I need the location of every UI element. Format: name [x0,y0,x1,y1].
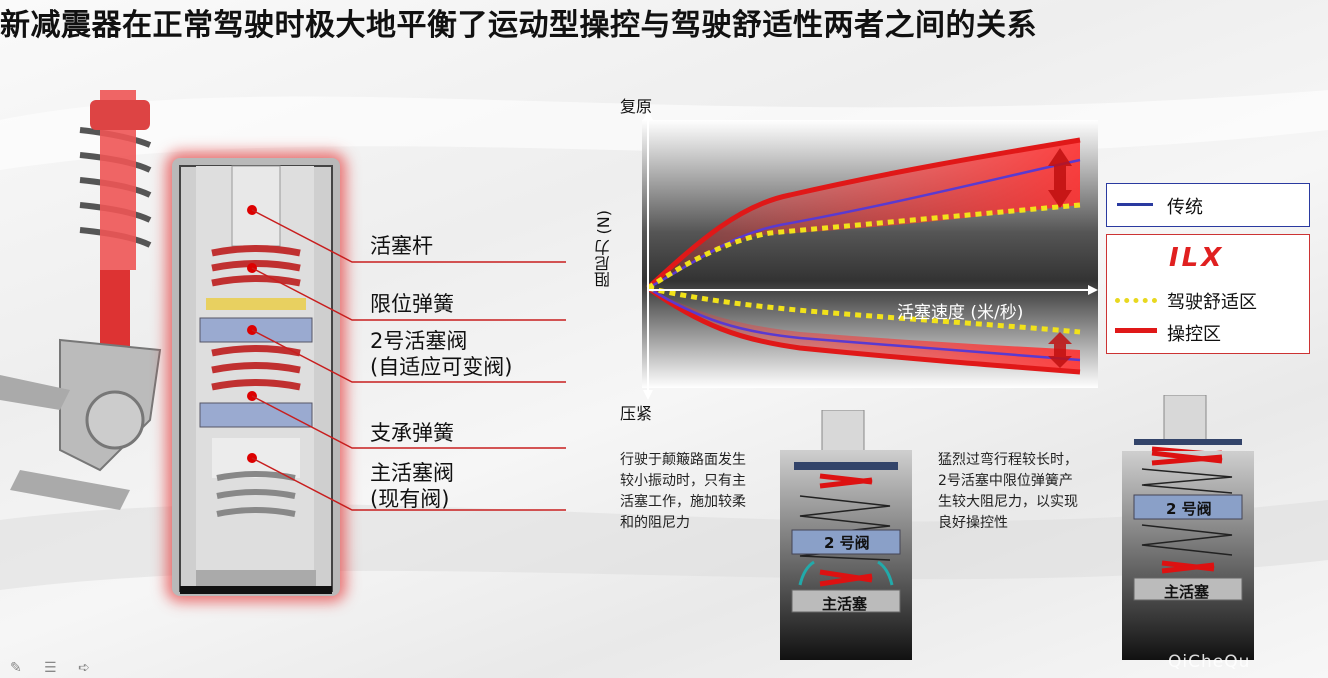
label-main-valve-line2: (现有阀) [370,487,450,511]
note-right-line: 猛烈过弯行程较长时， [938,452,1078,468]
note-left-line: 较小振动时，只有主 [620,473,746,489]
shock-cutaway [172,158,340,596]
callout-line-piston-rod [251,209,566,263]
x-axis-label: 活塞速度 (米/秒) [897,303,1024,323]
valve-diagram-handling: 2 号阀 主活塞 [1122,394,1254,660]
label-limit-spring: 限位弹簧 [370,292,454,316]
menu-icon[interactable]: ☰ [44,660,57,676]
valve-diagram-handling-drawing [1122,394,1254,660]
traditional-swatch [1117,203,1153,206]
strut-assembly-illustration [0,90,162,510]
callout-line-support-spring [251,395,566,449]
pen-icon[interactable]: ✎ [10,660,22,676]
callout-line-valve2 [251,329,566,383]
comfort-swatch [1115,298,1157,303]
legend-traditional: 传统 [1167,197,1203,218]
callout-line-limit-spring [251,267,566,321]
valve2-label-handling: 2 号阀 [1166,500,1212,518]
handling-region-upper [648,140,1080,288]
comfort-curve-lower [647,285,1081,335]
label-main-valve-line1: 主活塞阀 [370,461,454,485]
handling-region-lower [648,288,1080,370]
y-axis-label: 阻尼力 (N) [594,210,613,288]
legend-ilx-box: ILX 驾驶舒适区 操控区 [1106,234,1310,354]
label-valve2-line1: 2号活塞阀 [370,329,468,353]
rebound-label: 复原 [620,97,653,116]
page-title: 新减震器在正常驾驶时极大地平衡了运动型操控与驾驶舒适性两者之间的关系 [0,8,1037,43]
legend-handling: 操控区 [1167,324,1221,345]
legend-comfort: 驾驶舒适区 [1167,292,1257,313]
note-left: 行驶于颠簸路面发生 较小振动时，只有主 活塞工作，施加较柔 和的阻尼力 [620,450,780,534]
callout-line-main-valve [251,457,566,511]
damping-chart [642,110,1098,400]
ilx-logo: ILX [1169,243,1225,273]
range-arrows [1048,148,1072,368]
note-left-line: 行驶于颠簸路面发生 [620,452,746,468]
label-piston-rod: 活塞杆 [370,234,433,258]
valve-diagram-comfort-drawing [780,409,912,660]
note-right-line: 良好操控性 [938,515,1008,531]
shock-cutaway-drawing [179,165,333,594]
note-right-line: 生较大阻尼力，以实现 [938,494,1078,510]
next-arrow-icon[interactable]: ➪ [78,660,90,676]
traditional-curve-lower [647,286,1081,362]
legend-traditional-box: 传统 [1106,183,1310,227]
note-right-line: 2号活塞中限位弹簧产 [938,473,1073,489]
main-piston-label-comfort: 主活塞 [822,595,868,613]
note-left-line: 和的阻尼力 [620,515,690,531]
comfort-curve-upper [646,202,1081,291]
note-left-line: 活塞工作，施加较柔 [620,494,746,510]
handling-curve-lower [646,285,1081,375]
valve2-label-comfort: 2 号阀 [824,534,870,552]
watermark: QiCheQu [1168,652,1251,672]
main-piston-label-handling: 主活塞 [1164,583,1210,601]
note-right: 猛烈过弯行程较长时， 2号活塞中限位弹簧产 生较大阻尼力，以实现 良好操控性 [938,450,1116,534]
label-support-spring: 支承弹簧 [370,421,454,445]
label-valve2-line2: (自适应可变阀) [370,355,513,379]
compression-label: 压紧 [620,404,653,423]
handling-swatch [1115,328,1157,333]
valve-diagram-comfort: 2 号阀 主活塞 [780,409,912,660]
handling-curve-upper [646,137,1081,290]
